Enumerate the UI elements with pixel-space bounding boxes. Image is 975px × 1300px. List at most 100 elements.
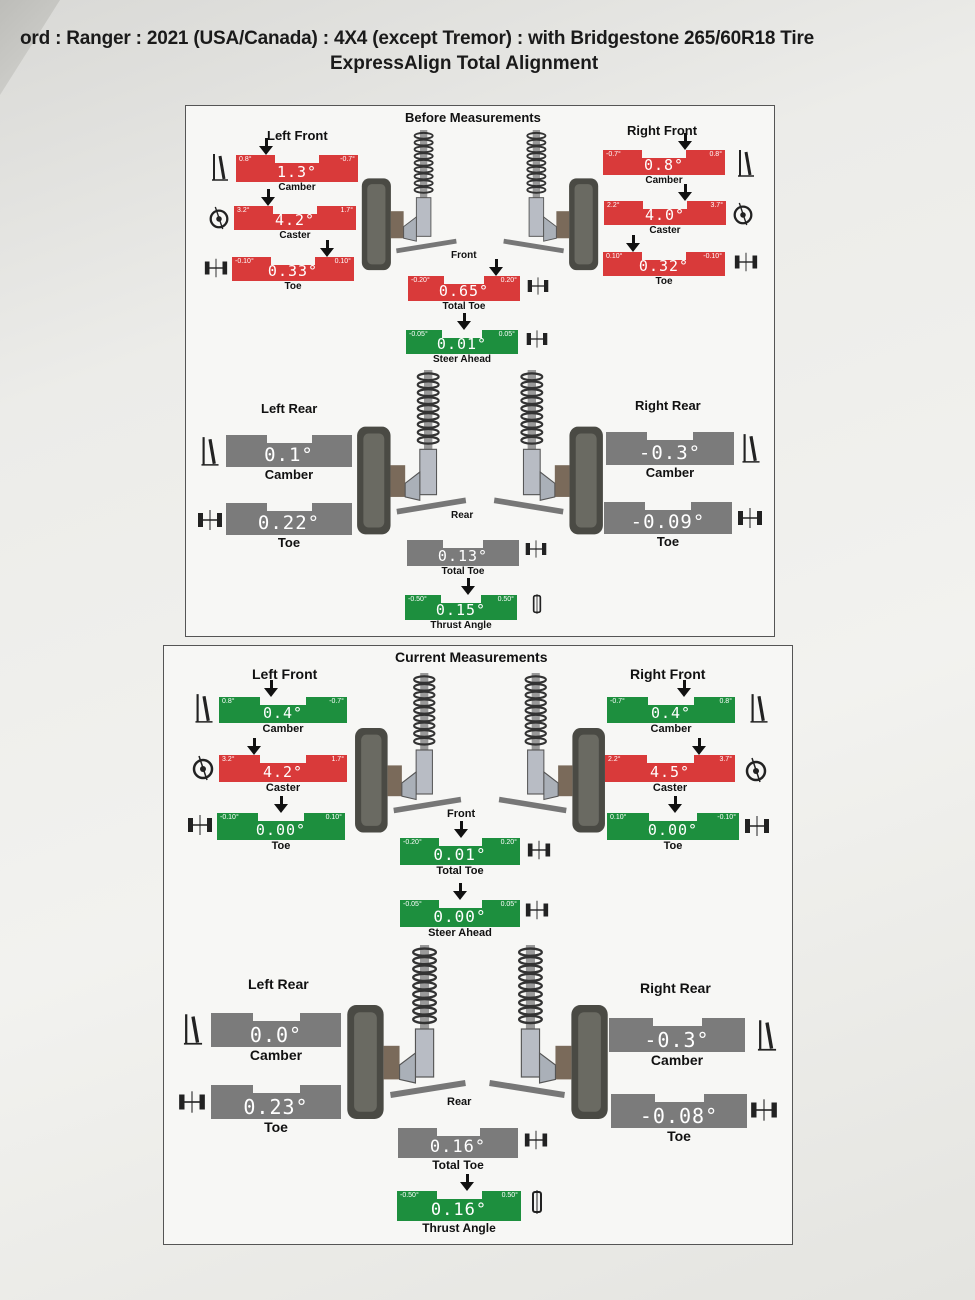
before-lf-toe-gauge-value: 0.33° bbox=[267, 262, 319, 280]
current-lf-camber-gauge: 0.4°0.8°-0.7° bbox=[219, 697, 347, 723]
current-lf-toe-gauge-value: 0.00° bbox=[255, 821, 307, 839]
before-lf-camber-gauge: 1.3°0.8°-0.7° bbox=[236, 155, 358, 182]
before-rf-camber-gauge-notch bbox=[642, 150, 686, 158]
before-rr-toe-gauge-value: -0.09° bbox=[630, 511, 706, 533]
before-steer-ahead-gauge: 0.01°-0.05°0.05° bbox=[406, 330, 518, 354]
current-lf-camber-gauge-indicator-arrow bbox=[264, 680, 278, 697]
before-rf-toe-gauge-min: 0.10° bbox=[606, 253, 623, 260]
current-total-toe-rear-icon bbox=[523, 1128, 549, 1152]
current-left-front-strut-icon bbox=[353, 673, 465, 838]
current-rr-camber-icon bbox=[755, 1018, 779, 1052]
current-steer-ahead-gauge-indicator-arrow bbox=[453, 883, 467, 900]
before-total-toe-rear-gauge-value: 0.13° bbox=[437, 547, 489, 565]
current-lf-camber-gauge-max: -0.7° bbox=[329, 698, 344, 705]
before-right-rear-label: Right Rear bbox=[635, 398, 701, 413]
current-rr-camber-gauge-value: -0.3° bbox=[644, 1028, 710, 1052]
current-right-front-strut-icon bbox=[495, 673, 607, 838]
before-rr-camber-gauge-caption: Camber bbox=[645, 465, 695, 480]
before-lf-caster-gauge-caption: Caster bbox=[279, 230, 311, 241]
current-lf-caster-gauge-value: 4.2° bbox=[262, 763, 304, 781]
before-steer-ahead-icon bbox=[525, 328, 549, 350]
current-steer-ahead-gauge-notch bbox=[439, 900, 482, 908]
current-thrust-angle-gauge-caption: Thrust Angle bbox=[422, 1221, 496, 1235]
current-lf-camber-gauge-notch bbox=[260, 697, 306, 705]
before-rr-toe-icon bbox=[736, 505, 764, 531]
current-total-toe-front-gauge-notch bbox=[439, 838, 482, 846]
before-right-rear-strut-icon bbox=[490, 370, 605, 540]
before-total-toe-front-gauge-min: -0.20° bbox=[411, 277, 430, 284]
current-total-toe-front-icon bbox=[526, 838, 552, 862]
current-rr-toe-gauge-caption: Toe bbox=[667, 1128, 691, 1144]
current-lr-toe-gauge-caption: Toe bbox=[264, 1119, 288, 1135]
before-rr-toe-gauge: -0.09° bbox=[604, 502, 732, 534]
before-section-title: Before Measurements bbox=[405, 110, 541, 125]
current-rf-toe-gauge-value: 0.00° bbox=[647, 821, 699, 839]
current-lr-toe-gauge: 0.23° bbox=[211, 1085, 341, 1119]
current-steer-ahead-gauge-max: 0.05° bbox=[500, 901, 517, 908]
before-rr-camber-gauge-value: -0.3° bbox=[638, 442, 702, 464]
current-section-title: Current Measurements bbox=[395, 649, 548, 665]
before-lf-caster-gauge-value: 4.2° bbox=[274, 211, 316, 229]
before-lr-camber-gauge-notch bbox=[267, 435, 312, 443]
current-right-rear-label: Right Rear bbox=[640, 980, 711, 996]
before-rf-camber-gauge: 0.8°-0.7°0.8° bbox=[603, 150, 725, 175]
before-lf-toe-icon bbox=[203, 256, 229, 280]
before-steer-ahead-gauge-caption: Steer Ahead bbox=[433, 354, 491, 365]
before-rr-camber-gauge: -0.3° bbox=[606, 432, 734, 465]
before-total-toe-front-gauge-indicator-arrow bbox=[489, 259, 503, 276]
current-total-toe-front-gauge-value: 0.01° bbox=[433, 845, 487, 864]
before-left-front-strut-icon bbox=[360, 130, 460, 275]
current-lf-camber-gauge-caption: Camber bbox=[262, 723, 304, 735]
before-rf-caster-gauge-max: 3.7° bbox=[710, 202, 723, 209]
current-rf-camber-gauge-value: 0.4° bbox=[650, 704, 692, 722]
before-rf-toe-gauge-value: 0.32° bbox=[638, 257, 690, 275]
current-steer-ahead-gauge-caption: Steer Ahead bbox=[428, 927, 492, 939]
current-rf-toe-gauge-indicator-arrow bbox=[668, 796, 682, 813]
before-lf-caster-gauge-notch bbox=[273, 206, 317, 214]
before-lf-toe-gauge-indicator-arrow bbox=[320, 240, 334, 257]
current-lr-camber-gauge-notch bbox=[253, 1013, 300, 1021]
current-rf-toe-gauge: 0.00°0.10°-0.10° bbox=[607, 813, 739, 840]
current-rf-toe-gauge-caption: Toe bbox=[663, 840, 683, 852]
current-steer-ahead-gauge: 0.00°-0.05°0.05° bbox=[400, 900, 520, 927]
current-lf-toe-gauge-max: 0.10° bbox=[325, 814, 342, 821]
before-lr-camber-gauge: 0.1° bbox=[226, 435, 352, 467]
current-total-toe-front-gauge-min: -0.20° bbox=[403, 839, 422, 846]
before-lr-toe-gauge-notch bbox=[267, 503, 312, 511]
before-rr-camber-gauge-notch bbox=[647, 432, 693, 440]
current-lf-toe-gauge-notch bbox=[258, 813, 304, 821]
current-lf-caster-gauge-max: 1.7° bbox=[331, 756, 344, 763]
current-total-toe-front-gauge-indicator-arrow bbox=[454, 821, 468, 838]
current-rf-toe-icon bbox=[743, 813, 771, 839]
before-thrust-angle-icon bbox=[531, 594, 543, 614]
current-total-toe-rear-gauge-notch bbox=[437, 1128, 480, 1136]
before-lf-camber-gauge-indicator-arrow bbox=[259, 138, 273, 155]
before-left-rear-label: Left Rear bbox=[261, 401, 318, 416]
current-rr-camber-gauge-notch bbox=[653, 1018, 702, 1026]
current-lf-camber-icon bbox=[193, 692, 215, 724]
current-rf-caster-gauge-indicator-arrow bbox=[692, 738, 706, 755]
before-lf-toe-gauge-caption: Toe bbox=[284, 281, 302, 292]
current-rr-toe-gauge-value: -0.08° bbox=[639, 1104, 719, 1128]
current-rf-camber-gauge-caption: Camber bbox=[650, 723, 692, 735]
before-thrust-angle-gauge-notch bbox=[441, 595, 481, 603]
before-lf-caster-icon bbox=[207, 206, 231, 230]
current-lr-camber-gauge: 0.0° bbox=[211, 1013, 341, 1047]
current-lf-caster-gauge-caption: Caster bbox=[265, 782, 301, 794]
current-front-label: Front bbox=[447, 808, 476, 820]
before-steer-ahead-gauge-notch bbox=[442, 330, 482, 338]
before-rr-camber-icon bbox=[740, 432, 762, 464]
before-right-front-strut-icon bbox=[500, 130, 600, 275]
before-lf-camber-gauge-caption: Camber bbox=[278, 182, 316, 193]
before-rf-caster-gauge-notch bbox=[643, 201, 687, 209]
before-rf-toe-icon bbox=[733, 250, 759, 274]
before-lf-camber-gauge-notch bbox=[275, 155, 319, 163]
before-total-toe-front-gauge-notch bbox=[444, 276, 484, 284]
before-total-toe-front-gauge-caption: Total Toe bbox=[442, 301, 486, 312]
current-rf-camber-icon bbox=[748, 692, 770, 724]
current-rear-label: Rear bbox=[447, 1096, 472, 1108]
current-rf-toe-gauge-max: -0.10° bbox=[717, 814, 736, 821]
before-lf-toe-gauge-min: -0.10° bbox=[235, 258, 254, 265]
current-steer-ahead-gauge-value: 0.00° bbox=[433, 907, 487, 926]
current-thrust-angle-icon bbox=[530, 1190, 544, 1214]
